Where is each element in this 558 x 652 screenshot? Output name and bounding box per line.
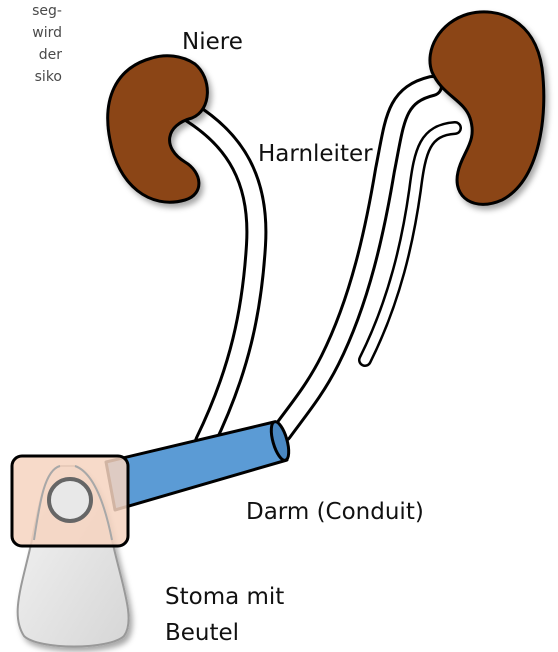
kidney-right xyxy=(430,12,544,204)
stoma-label-line1: Stoma mit xyxy=(165,579,284,615)
ureter-left xyxy=(190,112,256,442)
ureter-right xyxy=(282,86,455,432)
ureter-label: Harnleiter xyxy=(258,139,373,169)
kidney-left xyxy=(108,56,208,202)
stoma-icon xyxy=(49,479,91,521)
kidney-label: Niere xyxy=(182,27,243,57)
bowel-conduit-label: Darm (Conduit) xyxy=(246,497,424,527)
stoma-label: Stoma mit Beutel xyxy=(165,579,284,651)
stoma-label-line2: Beutel xyxy=(165,615,284,651)
